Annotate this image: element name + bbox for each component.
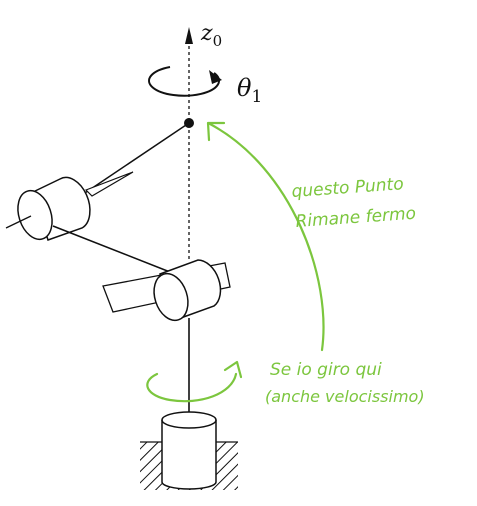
middle-link xyxy=(52,225,171,273)
annotation-top-line2: Rimane fermo xyxy=(295,204,417,232)
annotation-arrow-to-point xyxy=(208,122,325,352)
annotation-bottom-line2: (anche velocissimo) xyxy=(265,387,425,406)
upper-wedge xyxy=(84,171,134,197)
lower-cylinder xyxy=(153,259,222,322)
annotation-bottom-line1: Se io giro qui xyxy=(270,360,382,380)
upper-cylinder xyxy=(5,176,91,241)
annotation-arrowhead-top xyxy=(206,121,226,142)
theta1-arrowhead xyxy=(209,70,222,84)
annotation-top-line1: questo Punto xyxy=(291,174,404,202)
annotation-rotation-arrow xyxy=(146,372,238,403)
base-cylinder xyxy=(161,411,217,490)
theta1-rotation-arrow xyxy=(148,66,221,97)
z0-label: z0 xyxy=(200,21,222,50)
annotation-rotation-arrowhead xyxy=(223,360,243,379)
theta1-label: θ1 xyxy=(237,74,262,107)
z0-axis-arrowhead xyxy=(185,27,193,44)
